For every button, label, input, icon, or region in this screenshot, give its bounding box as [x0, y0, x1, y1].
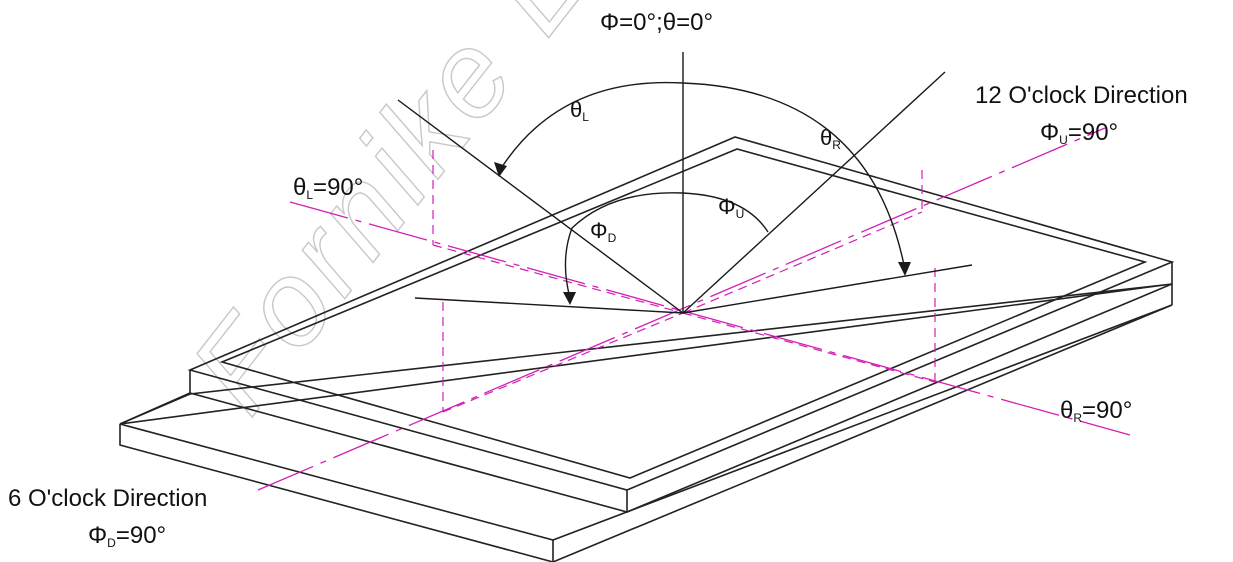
six-oclock-title: 6 O'clock Direction: [8, 485, 207, 512]
twelve-oclock-title: 12 O'clock Direction: [975, 82, 1188, 109]
theta-l-arrow: [494, 162, 507, 177]
bottom-slab-right-bottom: [552, 304, 1173, 562]
projection-lines: [432, 150, 936, 413]
theta-r-arrow: [898, 262, 911, 276]
phi-d-arrow: [563, 292, 576, 305]
theta-r-angle-label: θR: [820, 125, 841, 152]
phi-d-angle-label: ΦD: [590, 218, 617, 245]
labels: Φ=0°;θ=0° 12 O'clock Direction ΦU=90° 6 …: [8, 9, 1188, 550]
reference-axes: [257, 127, 1131, 491]
zenith-label: Φ=0°;θ=0°: [600, 9, 713, 36]
down-ray: [414, 297, 684, 314]
theta-r-axis-label: θR=90°: [1060, 397, 1132, 425]
lcd-panel: [119, 136, 1175, 562]
right-ray: [682, 71, 946, 314]
phi-u-angle-label: ΦU: [718, 194, 744, 221]
up-ray: [682, 264, 973, 314]
twelve-oclock-phi-label: ΦU=90°: [1040, 119, 1118, 147]
theta-l-axis-label: θL=90°: [293, 174, 363, 202]
theta-l-angle-label: θL: [570, 97, 589, 124]
theta-r-arc: [682, 82, 906, 271]
screen-active-area: [219, 148, 1148, 479]
phi-u-arc: [682, 192, 769, 233]
right-projection-from-origin: [682, 211, 923, 314]
theta-l-arc: [499, 81, 684, 171]
left-projection-horizontal: [432, 244, 684, 314]
angle-arcs: [494, 81, 911, 305]
phi-d-arc: [564, 192, 684, 299]
bottom-slab-front-edge: [119, 424, 554, 562]
bottom-slab-back-edge: [119, 392, 191, 425]
theta-axis-line: [289, 201, 1131, 436]
front-projection-horizontal: [442, 312, 684, 413]
left-ray: [397, 99, 684, 314]
six-oclock-phi-label: ΦD=90°: [88, 522, 166, 550]
viewing-rays: [397, 52, 973, 314]
back-projection-horizontal: [682, 312, 936, 383]
phi-axis-line: [257, 127, 1106, 491]
